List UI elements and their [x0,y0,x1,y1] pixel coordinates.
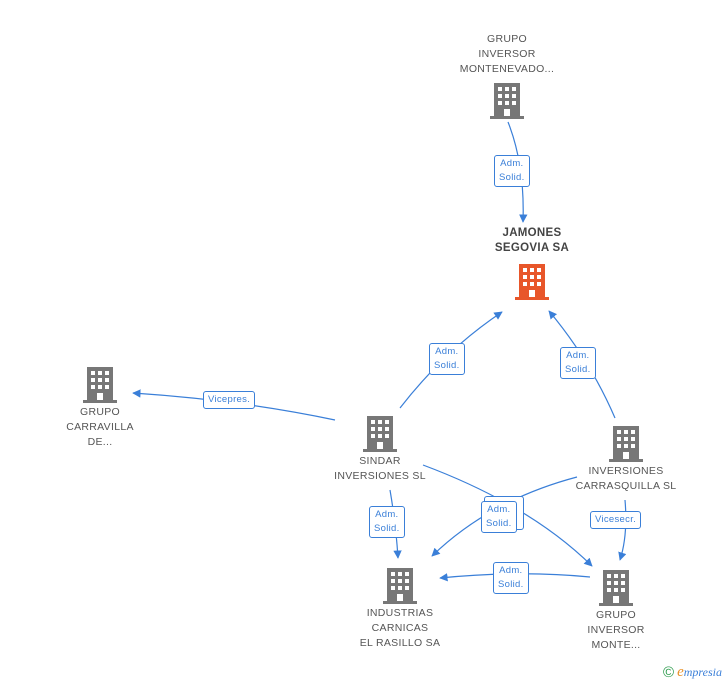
node-label: GRUPO CARRAVILLA DE... [66,406,134,448]
node-label: INDUSTRIAS CARNICAS EL RASILLO SA [359,607,441,649]
edge-label-montenevado-jamones: Adm.Solid. [494,155,530,187]
node-sindar[interactable]: SINDAR INVERSIONES SL [320,414,440,484]
building-icon [383,568,417,604]
edge-label-carrasquilla-monte: Vicesecr. [590,511,642,529]
node-label: SINDAR INVERSIONES SL [334,455,426,482]
node-montenevado[interactable]: GRUPO INVERSOR MONTENEVADO... [447,32,567,119]
building-icon [83,367,117,403]
edge-label-monte-rasillo: Adm.Solid. [493,562,529,594]
node-monte[interactable]: GRUPO INVERSOR MONTE... [556,568,676,653]
node-label: INVERSIONES CARRASQUILLA SL [575,465,677,492]
node-jamones-segovia[interactable]: JAMONES SEGOVIA SA [472,226,592,300]
node-label: GRUPO INVERSOR MONTENEVADO... [459,33,555,75]
building-icon [609,426,643,462]
edge-label-sindar-jamones: Adm.Solid. [429,343,465,375]
edge-label-carrasquilla-jamones: Adm.Solid. [560,347,596,379]
edge-label-sindar-rasillo: Adm.Solid. [369,506,405,538]
edge-label-sindar-carravilla: Vicepres. [203,391,256,409]
footer-brand: © empresia [663,664,722,681]
building-icon [599,570,633,606]
building-icon [363,416,397,452]
copyright-icon: © [663,664,675,681]
building-icon [490,83,524,119]
node-carravilla[interactable]: GRUPO CARRAVILLA DE... [40,365,160,450]
node-label: GRUPO INVERSOR MONTE... [587,609,645,651]
edge-label-carrasquilla-rasillo: Adm.Solid. [481,501,517,533]
brand-logo: empresia [677,664,722,680]
edge-carrasquilla-monte [618,499,627,561]
node-rasillo[interactable]: INDUSTRIAS CARNICAS EL RASILLO SA [340,566,460,651]
node-label: JAMONES SEGOVIA SA [494,227,570,254]
node-carrasquilla[interactable]: INVERSIONES CARRASQUILLA SL [566,424,686,494]
building-icon [515,264,549,300]
